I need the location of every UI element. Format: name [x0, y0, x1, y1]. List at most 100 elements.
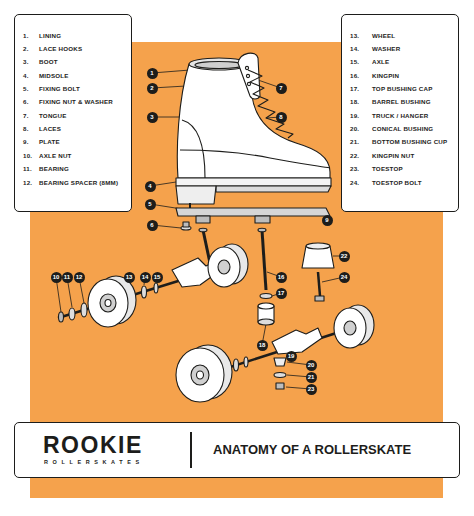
- callout-dot: [322, 215, 333, 226]
- callout-circle: 5: [145, 199, 156, 210]
- callout-number: 2: [147, 83, 158, 94]
- part-name: TOP BUSHING CAP: [372, 86, 447, 92]
- callout-number: 12: [74, 272, 85, 283]
- list-number: 23.: [350, 166, 372, 172]
- front-truck-drawing: [176, 348, 224, 402]
- callout-dot: [257, 340, 268, 351]
- part-name: FIXING NUT & WASHER: [39, 99, 118, 105]
- callout-circle: 7: [276, 83, 287, 94]
- part-name: PLATE: [39, 139, 118, 145]
- callout-circle: 14: [140, 272, 151, 283]
- boot-drawing: [183, 222, 189, 227]
- part-name: BEARING SPACER (8MM): [39, 180, 118, 186]
- callout-number: 3: [147, 112, 158, 123]
- rear-truck-drawing: [208, 247, 240, 287]
- callout-number: 13: [124, 272, 135, 283]
- callout-circle: 17: [276, 288, 287, 299]
- list-number: 14.: [350, 46, 372, 52]
- callout-number: 18: [257, 340, 268, 351]
- callout-dot: [147, 112, 158, 123]
- callout-dot: [339, 251, 350, 262]
- parts-list-box: 1.LINING2.LACE HOOKS3.BOOT4.MIDSOLE5.FIX…: [14, 14, 132, 212]
- front-truck-drawing: [176, 228, 374, 402]
- boot-drawing: [182, 120, 205, 178]
- callout-dot: [140, 272, 151, 283]
- list-number: 18.: [350, 99, 372, 105]
- callout-number: 17: [276, 288, 287, 299]
- callout-number: 6: [147, 220, 158, 231]
- rear-truck-drawing: [203, 230, 210, 263]
- list-number: 5.: [23, 86, 39, 92]
- front-truck-drawing: [274, 373, 286, 378]
- callout-dot: [152, 272, 163, 283]
- list-number: 19.: [350, 113, 372, 119]
- rear-truck-drawing: [199, 228, 207, 232]
- part-name: TONGUE: [39, 113, 118, 119]
- boot-drawing: [246, 74, 249, 77]
- title-banner: ROOKIEROLLERSKATESANATOMY OF A ROLLERSKA…: [14, 422, 460, 478]
- part-name: BARREL BUSHING: [372, 99, 447, 105]
- rear-truck-drawing: [100, 294, 116, 312]
- list-number: 11.: [23, 166, 39, 172]
- boot-drawing: [216, 186, 331, 192]
- callout-number: 22: [339, 251, 350, 262]
- list-number: 2.: [23, 46, 39, 52]
- callout-number: 21: [306, 372, 317, 383]
- callout-number: 23: [306, 384, 317, 395]
- part-name: LACES: [39, 126, 118, 132]
- callout-dot: [276, 272, 287, 283]
- front-truck-drawing: [258, 303, 274, 309]
- callout-dot: [51, 272, 62, 283]
- callout-dot: [147, 220, 158, 231]
- callout-dot: [62, 272, 73, 283]
- boot-drawing: [245, 66, 248, 69]
- front-truck-drawing: [244, 357, 248, 367]
- callout-dot: [306, 384, 317, 395]
- part-name: BOOT: [39, 59, 118, 65]
- part-name: TRUCK / HANGER: [372, 113, 447, 119]
- rear-truck-drawing: [81, 303, 87, 317]
- callout-number: 15: [152, 272, 163, 283]
- front-truck-drawing: [272, 328, 322, 354]
- part-name: LINING: [39, 33, 118, 39]
- callout-circle: 9: [322, 215, 333, 226]
- callout-circle: 3: [147, 112, 158, 123]
- part-name: MIDSOLE: [39, 73, 118, 79]
- part-name: TOESTOP BOLT: [372, 180, 447, 186]
- rear-truck-drawing: [58, 228, 248, 327]
- callout-dot: [124, 272, 135, 283]
- list-number: 4.: [23, 73, 39, 79]
- callout-dot: [286, 351, 297, 362]
- callout-dot: [145, 199, 156, 210]
- boot-drawing: [195, 62, 243, 69]
- callout-dot: [145, 181, 156, 192]
- front-truck-drawing: [334, 308, 366, 348]
- callout-number: 14: [140, 272, 151, 283]
- callout-dot: [147, 68, 158, 79]
- callout-circle: 21: [306, 372, 317, 383]
- callout-dot: [276, 112, 287, 123]
- callout-circle: 8: [276, 112, 287, 123]
- part-name: BEARING: [39, 166, 118, 172]
- list-number: 1.: [23, 33, 39, 39]
- callout-circle: 10: [51, 272, 62, 283]
- callout-number: 24: [339, 272, 350, 283]
- list-number: 15.: [350, 59, 372, 65]
- brand-logo: ROOKIE: [43, 434, 143, 457]
- list-number: 20.: [350, 126, 372, 132]
- list-number: 12.: [23, 180, 39, 186]
- front-truck-drawing: [258, 319, 274, 325]
- list-number: 3.: [23, 59, 39, 65]
- part-name: FIXING BOLT: [39, 86, 118, 92]
- callout-circle: 4: [145, 181, 156, 192]
- callout-circle: 18: [257, 340, 268, 351]
- callout-number: 10: [51, 272, 62, 283]
- callout-circle: 16: [276, 272, 287, 283]
- callout-circle: 6: [147, 220, 158, 231]
- callout-dot: [74, 272, 85, 283]
- leader-lines: [152, 70, 190, 73]
- banner-divider: [190, 432, 192, 468]
- callout-number: 11: [62, 272, 73, 283]
- front-truck-drawing: [344, 321, 356, 335]
